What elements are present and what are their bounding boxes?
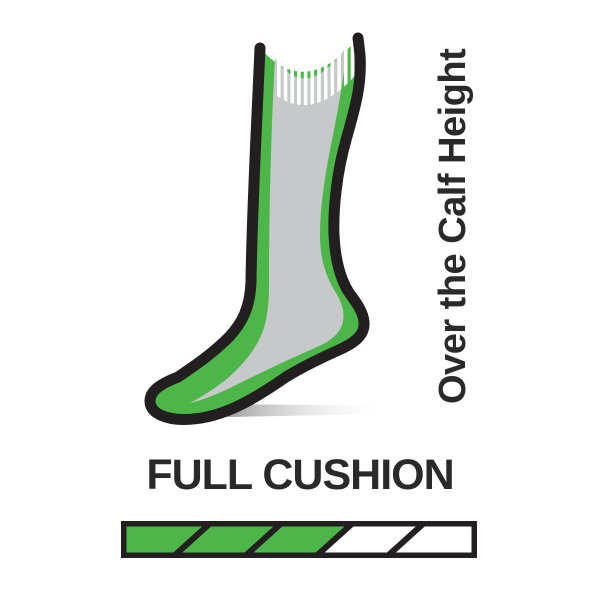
ribbing-stripe [297, 32, 301, 106]
sock-interior-gray [190, 46, 347, 403]
ribbing-stripe [323, 32, 328, 106]
foot-shadow-gradient [228, 404, 390, 417]
cushion-bar-divider [383, 521, 429, 558]
ribbing-stripe [317, 32, 321, 106]
height-label: Over the Calf Height [432, 48, 474, 404]
ribbing-stripe [330, 32, 335, 106]
ribbing-stripe [283, 32, 288, 106]
ribbing-stripe [310, 32, 315, 106]
ribbing-stripe [337, 32, 341, 106]
cushion-bar-border [121, 521, 477, 558]
cushion-bar [121, 521, 477, 558]
ribbing-stripe [277, 32, 281, 106]
sock-outline [144, 32, 370, 425]
ribbing-stripe [350, 32, 355, 106]
cushion-level-title: FULL CUSHION [146, 451, 454, 499]
cushion-bar-divider [169, 521, 215, 558]
ribbing-stripe [344, 32, 348, 106]
ribbing-stripe [303, 32, 308, 106]
ribbing-stripe [290, 32, 294, 106]
cushion-bar-divider [240, 521, 286, 558]
cushion-bar-divider [312, 521, 358, 558]
